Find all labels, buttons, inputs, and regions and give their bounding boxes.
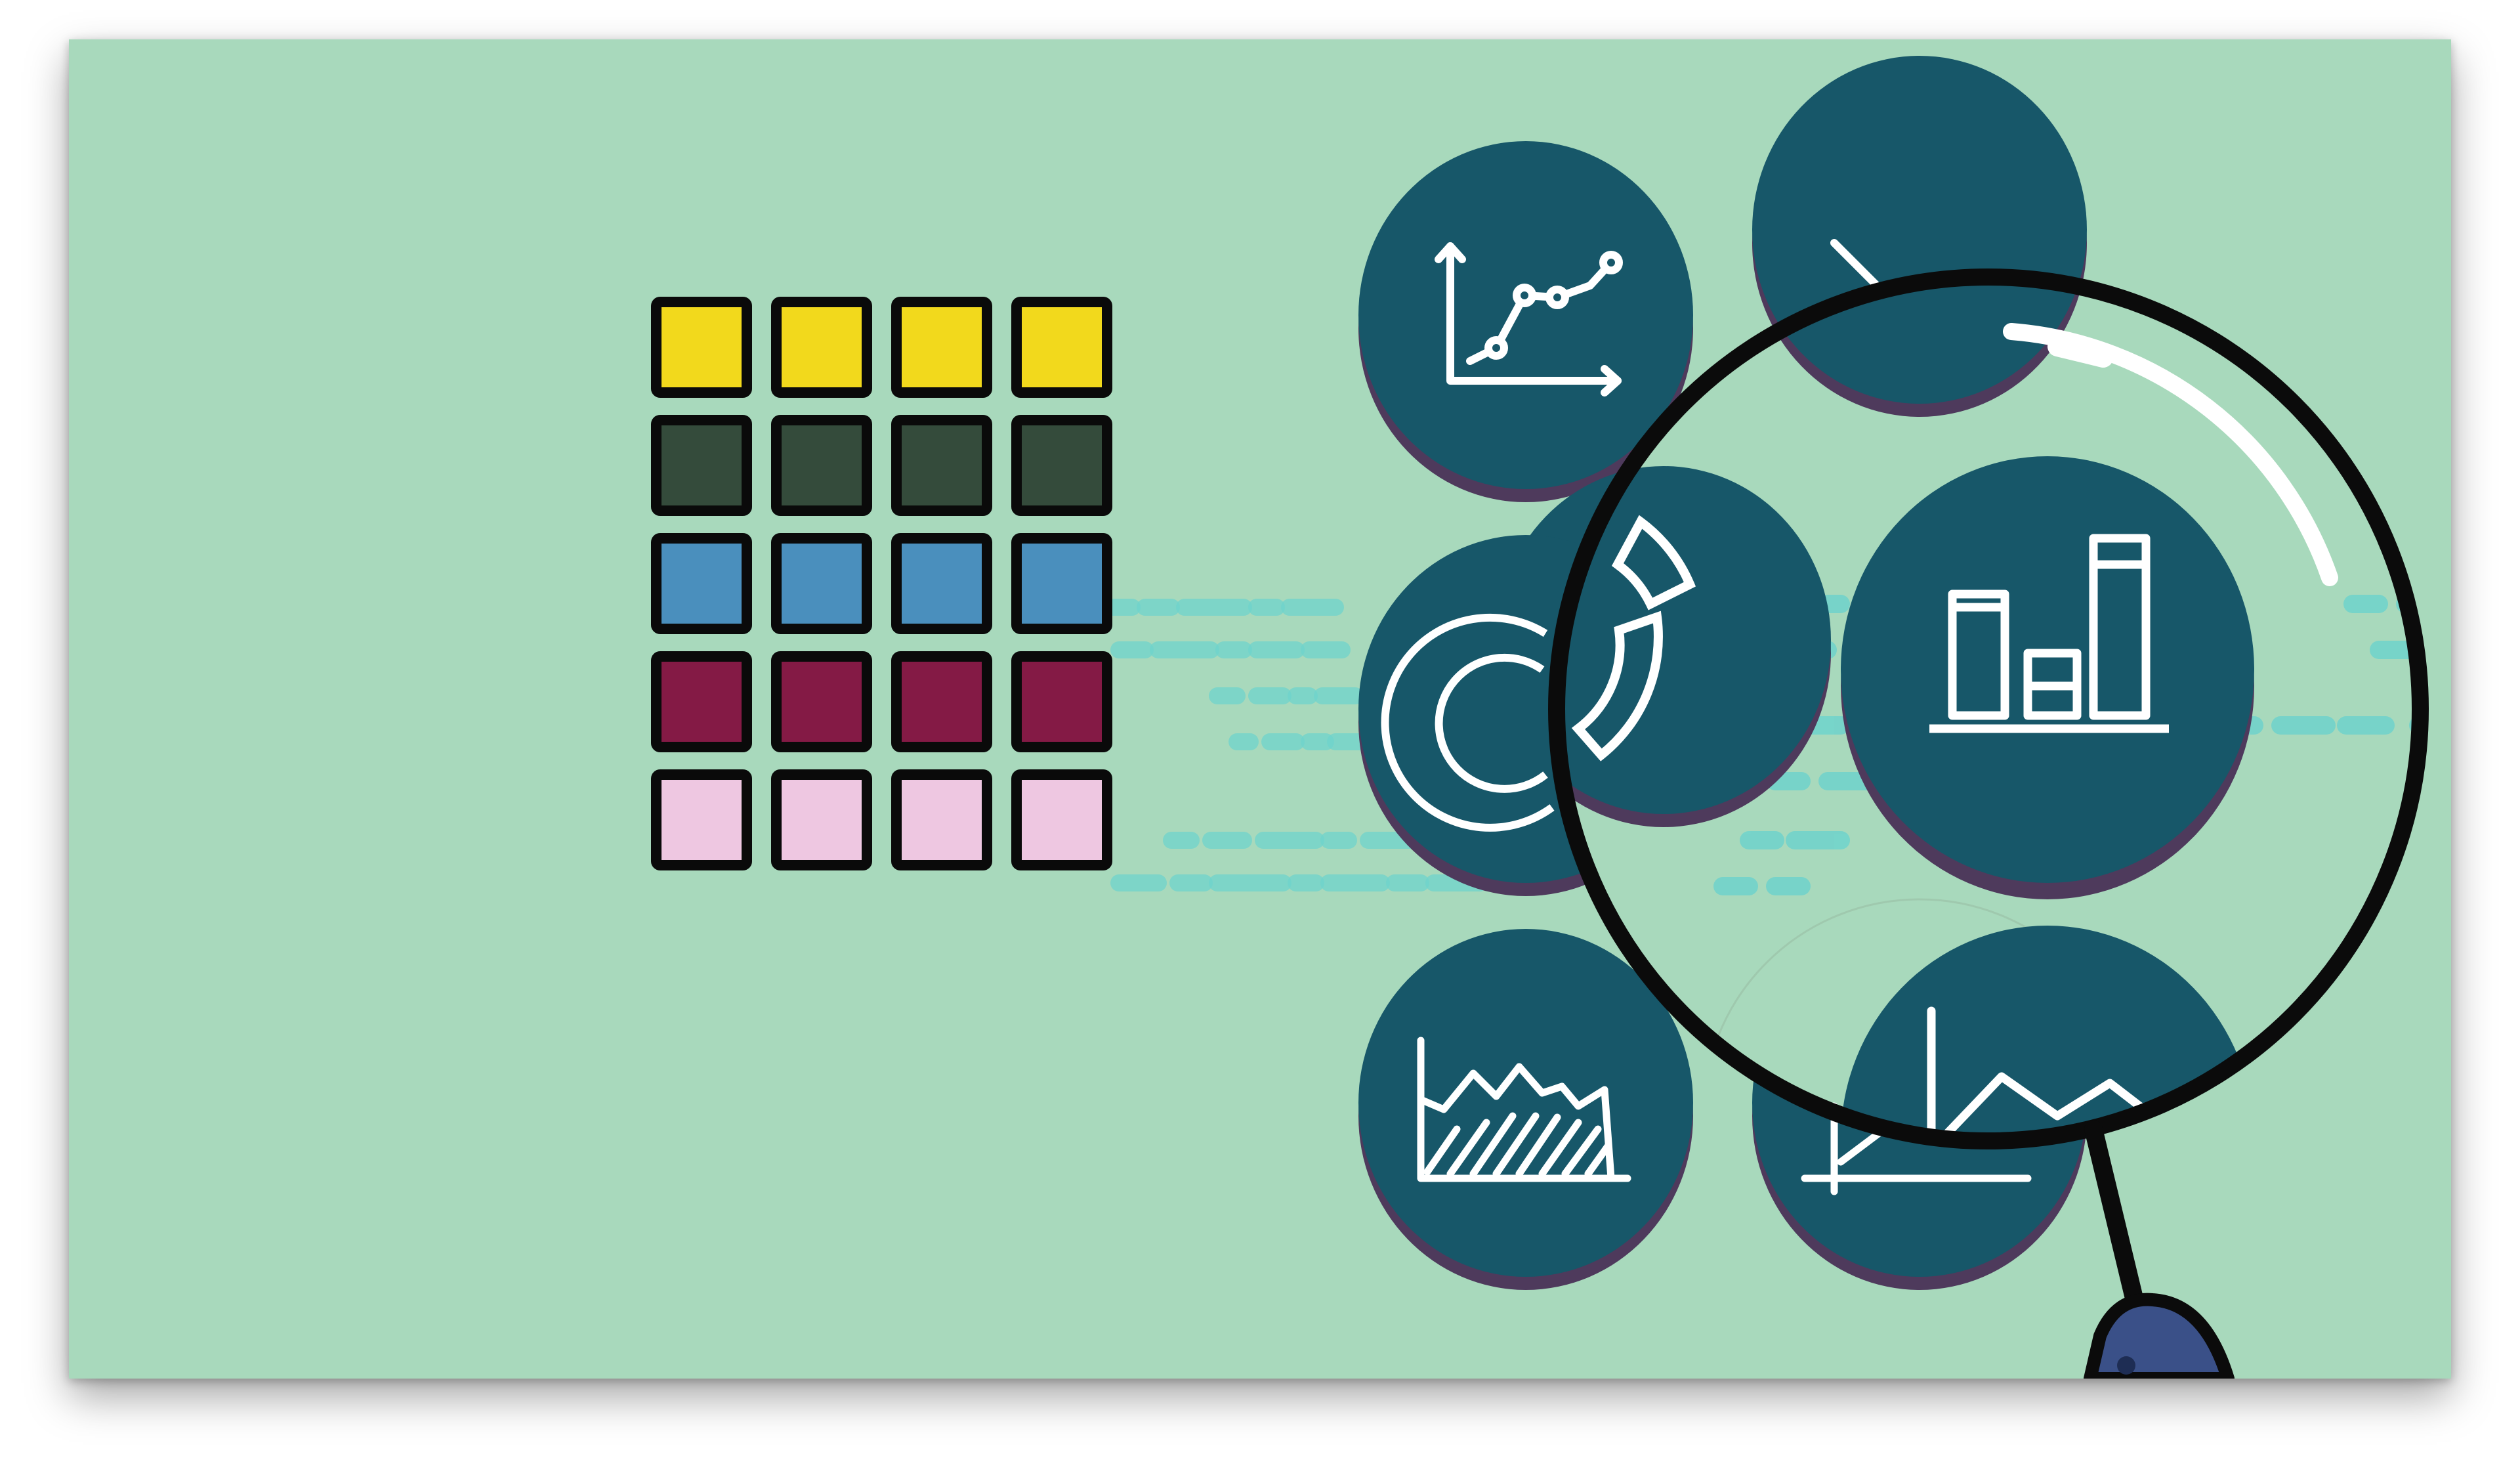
color-grid (651, 297, 1112, 870)
grid-cell-blue (771, 533, 872, 634)
grid-cell-blue (651, 533, 752, 634)
grid-cell-maroon (771, 651, 872, 752)
area-chart-icon (1417, 1037, 1631, 1182)
grid-cell-dark-green (651, 415, 752, 516)
grid-cell-maroon (891, 651, 992, 752)
grid-cell-pink (771, 769, 872, 870)
grid-cell-yellow (771, 297, 872, 398)
grid-cell-yellow (891, 297, 992, 398)
scatter-chart-icon (1830, 239, 1884, 293)
grid-cell-pink (1011, 769, 1112, 870)
grid-cell-dark-green (1011, 415, 1112, 516)
magnifying-glass-icon (1548, 268, 2429, 1379)
grid-cell-dark-green (891, 415, 992, 516)
grid-cell-maroon (1011, 651, 1112, 752)
line-chart-icon (1435, 242, 1623, 397)
grid-cell-yellow (651, 297, 752, 398)
grid-cell-blue (1011, 533, 1112, 634)
illustration (69, 39, 2451, 1379)
bar-chart-icon (1929, 534, 2169, 733)
grid-cell-blue (891, 533, 992, 634)
grid-cell-dark-green (771, 415, 872, 516)
grid-cell-pink (651, 769, 752, 870)
grid-cell-pink (891, 769, 992, 870)
bar-bubble (1841, 456, 2254, 899)
area-bubble (1358, 929, 1693, 1290)
grid-cell-maroon (651, 651, 752, 752)
line-bubble (1358, 141, 1693, 502)
grid-cell-yellow (1011, 297, 1112, 398)
